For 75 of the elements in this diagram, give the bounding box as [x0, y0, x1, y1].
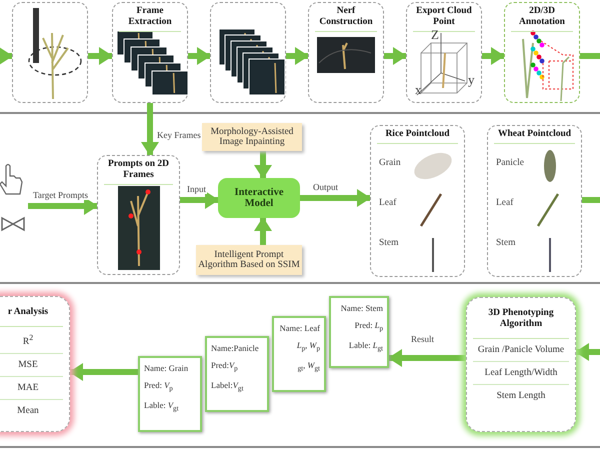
arrow: [286, 47, 309, 65]
arrow: [384, 47, 407, 65]
result-card: [138, 356, 202, 432]
process-box: [370, 125, 465, 277]
node-text: L$_{p}$, W$_{p}$: [296, 340, 320, 353]
node-text: Name: Leaf: [278, 323, 320, 333]
result-card: [329, 296, 389, 368]
edge-label: Result: [410, 334, 436, 344]
node-text: Grain /Panicle Volume: [473, 338, 569, 362]
arrow: [575, 343, 600, 361]
module-box: [202, 123, 302, 151]
node-text: Label:V$_{gt}$: [211, 380, 244, 392]
node-text: Stem Length: [496, 390, 546, 403]
arrow: [300, 189, 371, 207]
node-title: 3D Phenotyping Algorithm: [473, 298, 569, 339]
node-text: Name: Stem: [340, 303, 383, 313]
process-box: [308, 2, 384, 103]
part-label: Stem: [379, 238, 399, 248]
node-text: Leaf Length/Width: [473, 362, 569, 385]
module-box: [196, 245, 302, 275]
node-text: $_{gt}$, W$_{gt}$: [296, 360, 320, 372]
process-box: [12, 2, 88, 103]
edge-label: Output: [312, 182, 340, 192]
part-label: Grain: [379, 158, 401, 168]
edge-label: Target Prompts: [32, 190, 89, 200]
node-text: Morphology-Assisted Image Inpainting: [210, 127, 294, 147]
part-label: Stem: [496, 238, 516, 248]
node-text: Intelligent Prompt Algorithm Based on SSIM: [197, 250, 301, 270]
arrow: [254, 151, 272, 179]
part-label: Panicle: [496, 158, 524, 168]
node-title: 2D/3D Annotation: [511, 3, 573, 32]
arrow: [0, 47, 13, 65]
node-text: MAE: [0, 377, 63, 400]
algorithm-panel: [466, 297, 576, 432]
part-label: Leaf: [379, 198, 396, 208]
node-title: Rice Pointcloud: [377, 126, 458, 144]
axis-label: x: [415, 83, 422, 96]
arrow: [188, 47, 211, 65]
node-text: MSE: [0, 354, 63, 378]
arrow: [254, 217, 272, 245]
node-text: Lable: V$_{gt}$: [144, 400, 180, 412]
model-title: Interactive Model: [234, 187, 284, 209]
analysis-panel: [0, 296, 70, 432]
arrow: [69, 363, 138, 381]
node-text: Name:Panicle: [211, 343, 260, 353]
process-box: [487, 125, 582, 277]
process-box: [97, 155, 180, 275]
node-title: Nerf Construction: [315, 3, 377, 32]
edge-label: Input: [186, 184, 207, 194]
node-text: Name: Grain: [144, 363, 190, 373]
node-title: Prompts on 2D Frames: [104, 156, 173, 185]
arrow: [141, 103, 159, 156]
arrow: [88, 47, 113, 65]
arrow: [180, 191, 219, 209]
edge-label: Key Frames: [156, 130, 202, 140]
model-box: [218, 178, 300, 218]
arrow: [482, 47, 505, 65]
node-title: r Analysis: [0, 297, 63, 327]
part-label: Leaf: [496, 198, 514, 208]
node-title: Wheat Pointcloud: [494, 126, 575, 144]
node-text: Pred: V$_{p}$: [144, 380, 174, 393]
process-box: [504, 2, 580, 103]
result-card: [272, 316, 326, 392]
node-title: Export Cloud Point: [413, 3, 475, 32]
node-text: Pred:V$_{p}$: [211, 360, 239, 373]
node-text: R$^{2}$: [0, 326, 63, 354]
process-box: [112, 2, 188, 103]
node-text: Lable: L$_{gt}$: [348, 340, 383, 352]
arrow: [388, 349, 466, 367]
axis-label: y: [468, 73, 474, 86]
node-text: Pred: L$_{p}$: [354, 320, 383, 333]
process-box: [210, 2, 286, 103]
process-box: [406, 2, 482, 103]
node-text: Mean: [16, 405, 40, 418]
result-card: [205, 336, 269, 412]
